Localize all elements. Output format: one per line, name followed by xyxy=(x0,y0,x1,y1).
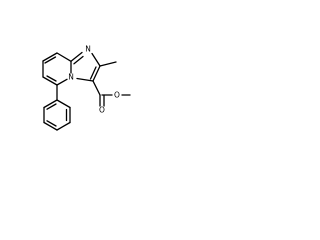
bond xyxy=(56,78,68,86)
bond xyxy=(42,76,58,86)
bond xyxy=(43,121,58,131)
bond xyxy=(56,99,71,109)
bond xyxy=(91,52,101,67)
bond xyxy=(92,80,101,96)
bond xyxy=(99,61,117,67)
bond xyxy=(43,99,58,109)
bond xyxy=(44,56,57,64)
bond xyxy=(73,55,84,65)
bond xyxy=(56,52,72,62)
bonds xyxy=(42,51,131,131)
bond xyxy=(42,52,58,62)
bond xyxy=(46,103,57,110)
bond xyxy=(46,120,57,127)
bond xyxy=(76,77,94,82)
molecule-structure: N N O O xyxy=(42,45,131,131)
atom-label-n-bridge: N xyxy=(68,73,74,82)
bond xyxy=(56,121,71,131)
atom-labels: N N O O xyxy=(68,45,120,115)
atom-label-o-ester: O xyxy=(114,91,120,100)
bond xyxy=(92,65,101,82)
bond xyxy=(89,66,97,80)
atom-label-n-ring: N xyxy=(85,45,91,54)
bond xyxy=(70,51,83,62)
atom-label-o-carbonyl: O xyxy=(99,106,105,115)
bond xyxy=(46,75,57,82)
